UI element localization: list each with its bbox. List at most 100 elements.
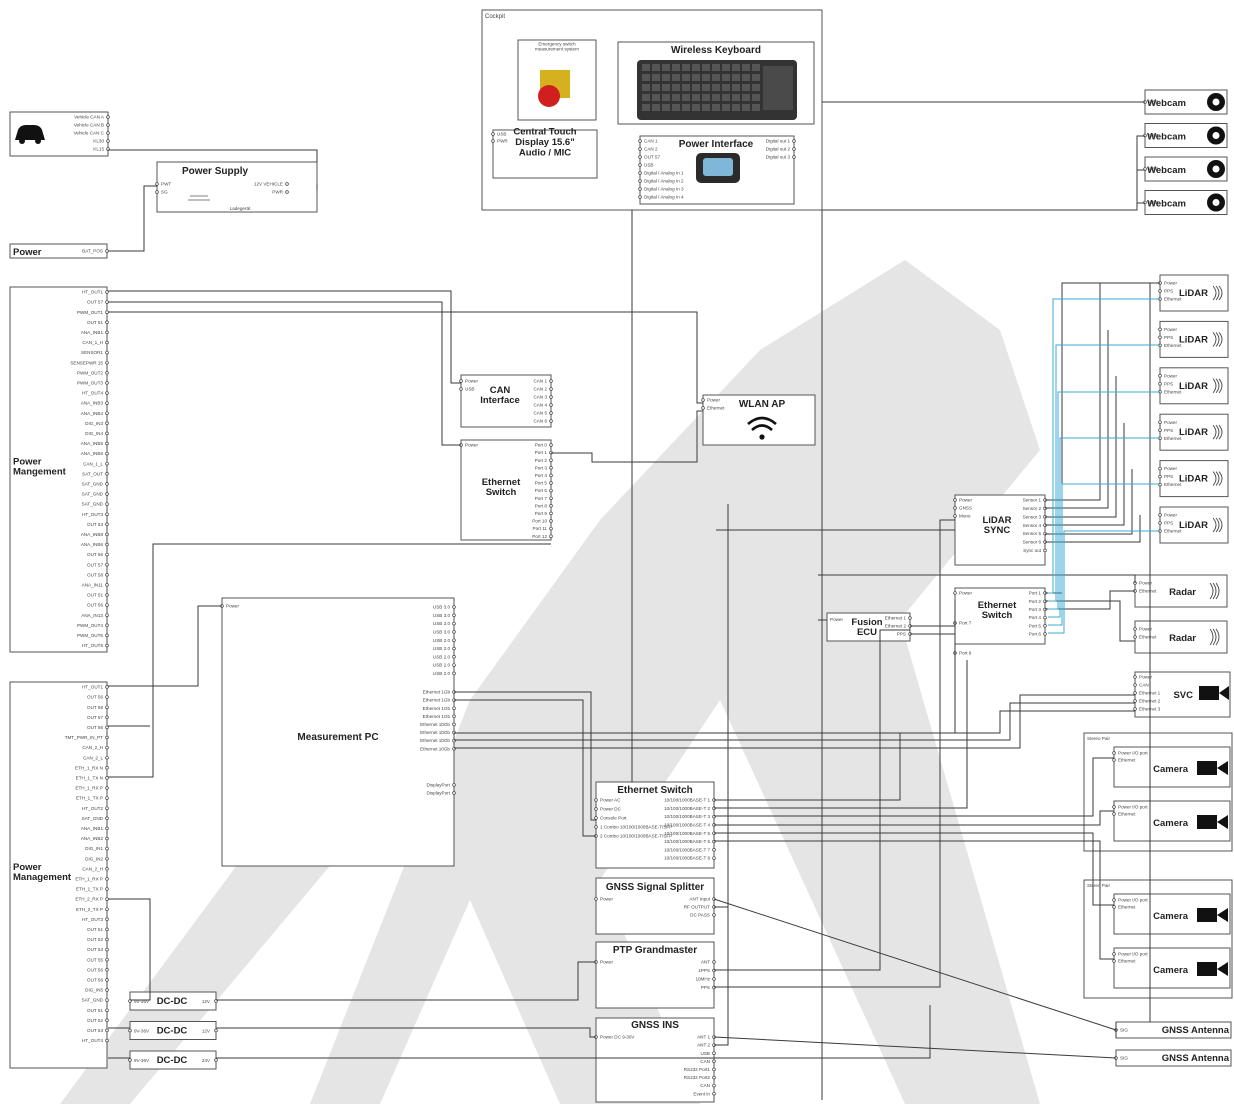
vehicle-pin: Vehicle CAN B — [74, 123, 104, 128]
ethernet-switch-lower-pin: 10/100/1000BASE-T 2 — [664, 806, 710, 811]
ethernet-switch-lower-pin: Power AC — [600, 798, 621, 803]
wire — [822, 136, 1145, 210]
gnss-splitter-pin: RF OUTPUT — [684, 905, 710, 910]
power-management-upper-pin: ANA_INB6 — [81, 451, 104, 456]
stereo-pair-lower: Stereo PairCameraPower I/O portEthernetC… — [1084, 880, 1232, 998]
key-icon — [642, 64, 650, 71]
power-interface-pin: Digital / Analog In 1 — [644, 171, 684, 176]
pin-connector — [156, 191, 159, 194]
key-icon — [712, 74, 720, 81]
power-management-lower-pin: HT_OUT2 — [82, 806, 103, 811]
pin-connector — [106, 432, 109, 435]
webcam-block: WebcamUSB — [1144, 157, 1227, 181]
gauge-screen-icon — [703, 158, 733, 176]
gnss-ins-pin: RS232 Port1 — [684, 1067, 711, 1072]
gnss-splitter-pin: Power — [600, 897, 613, 902]
pin-connector — [639, 156, 642, 159]
stereo-pair-upper: Stereo PairCameraPower I/O portEthernetC… — [1084, 733, 1232, 851]
pin-connector — [106, 493, 109, 496]
pin-connector — [106, 837, 109, 840]
pin-connector — [106, 483, 109, 486]
power-supply-block: Power SupplyPWTSG12V VEHICLEPWRLadegerät — [156, 162, 317, 212]
pin-connector — [453, 664, 456, 667]
pin-connector — [713, 1052, 716, 1055]
power-management-lower-pin: SAT_GND — [82, 998, 104, 1003]
pin-connector — [550, 497, 553, 500]
pin-connector — [1044, 616, 1047, 619]
lidar-sync-pin: GNSS — [959, 506, 972, 511]
power-management-upper-pin: HT_OUT3 — [82, 512, 103, 517]
pin-connector — [492, 133, 495, 136]
measurement-pc-pin: Power — [226, 604, 239, 609]
pin-connector — [106, 1019, 109, 1022]
pin-connector — [106, 777, 109, 780]
pin-connector — [106, 402, 109, 405]
power-interface-pin: Digital / Analog In 2 — [644, 179, 684, 184]
pin-connector — [129, 1029, 132, 1032]
ethernet-switch-upper-block: EthernetSwitchPowerPort 0Port 1Port 2Por… — [460, 440, 553, 540]
pin-connector — [713, 1092, 716, 1095]
ptp-grandmaster-pin: Power — [600, 960, 613, 965]
power-management-upper-pin: SENSOR1 — [81, 350, 103, 355]
fusion-ecu-block: FusionECUPowerEthernet 1Ethernet 2PPS — [827, 613, 911, 641]
power-supply-pin: SG — [161, 190, 168, 195]
pin-connector — [550, 380, 553, 383]
key-icon — [742, 94, 750, 101]
key-icon — [672, 104, 680, 111]
ethernet-switch-lower-pin: 10/100/1000BASE-T 6 — [664, 839, 710, 844]
power-management-upper-pin: OUT 51 — [87, 593, 103, 598]
pin-connector — [156, 183, 159, 186]
lidar-pin: Ethernet — [1164, 389, 1182, 394]
key-icon — [682, 104, 690, 111]
ethernet-switch-upper-pin: Power — [465, 443, 478, 448]
key-icon — [742, 104, 750, 111]
pin-connector — [1159, 374, 1162, 377]
pin-connector — [106, 878, 109, 881]
power-management-upper-pin: OUT 58 — [87, 572, 103, 577]
lidar-block: LiDARPowerPPSEthernet — [1159, 368, 1228, 404]
gnss-splitter-pin: ANT Input — [689, 897, 710, 902]
ethernet-switch-right-pin: Port 3 — [1029, 607, 1042, 612]
power-management-upper-pin: SAT_OUT — [82, 471, 103, 476]
can-interface-pin: CAN 3 — [533, 395, 547, 400]
webcam-pin: USB — [1149, 100, 1158, 105]
pin-connector — [1044, 633, 1047, 636]
ethernet-switch-lower-pin: Console Port — [600, 816, 627, 821]
dcdc-title: DC-DC — [157, 1026, 188, 1037]
measurement-pc-eth-pin: Ethernet 1Gb — [423, 690, 451, 695]
lidar-sync-pin: Mono — [959, 514, 971, 519]
pin-connector — [639, 188, 642, 191]
key-icon — [712, 84, 720, 91]
ethernet-switch-upper-pin: Port 3 — [535, 465, 548, 470]
pin-connector — [954, 592, 957, 595]
stereo-pair-upper-label: Stereo Pair — [1087, 736, 1110, 741]
fusion-ecu-pin: Ethernet 2 — [885, 624, 907, 629]
power-management-lower-pin: OUT 56 — [87, 725, 103, 730]
key-icon — [652, 64, 660, 71]
ethernet-switch-lower-pin: 2 Combo 10/100/1000BASE-T/SFP — [600, 834, 672, 839]
power-management-lower-pin: SAT_GND — [82, 816, 104, 821]
pin-connector — [106, 533, 109, 536]
power-management-upper-pin: PWM_OUT2 — [77, 370, 103, 375]
lidar-pin: Ethernet — [1164, 297, 1182, 302]
pin-connector — [106, 908, 109, 911]
pin-connector — [793, 156, 796, 159]
can-interface-pin: CAN 2 — [533, 387, 547, 392]
power-interface-pin: Digital out 2 — [766, 147, 791, 152]
ethernet-switch-right-pin: Port 5 — [1029, 623, 1042, 628]
key-icon — [652, 74, 660, 81]
lidar-pin: Power — [1164, 373, 1177, 378]
power-management-upper-pin: CAN_1_H — [82, 340, 103, 345]
power-management-lower-pin: ETH_2_TX P — [76, 907, 103, 912]
key-icon — [732, 64, 740, 71]
wire — [108, 302, 461, 445]
ethernet-switch-lower-block: Ethernet SwitchPower ACPower DCConsole P… — [595, 782, 716, 868]
key-icon — [682, 74, 690, 81]
key-icon — [652, 84, 660, 91]
pin-connector — [954, 515, 957, 518]
vehicle-pin: Vehicle CAN A — [74, 115, 105, 120]
wire — [108, 186, 157, 251]
pin-connector — [106, 644, 109, 647]
pin-connector — [106, 331, 109, 334]
